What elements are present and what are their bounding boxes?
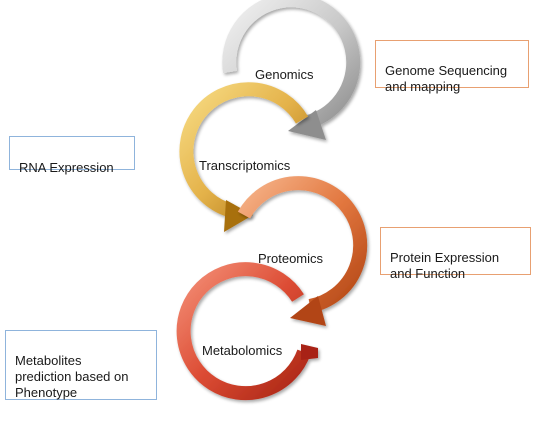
metabolomics-label: Metabolomics xyxy=(202,343,283,358)
protein-expression-text: Protein Expression and Function xyxy=(390,250,500,281)
metabolomics-ring xyxy=(176,262,318,401)
proteomics-arrowhead xyxy=(290,296,326,326)
metabolites-prediction-note: Metabolites prediction based on Phenotyp… xyxy=(5,330,157,400)
metabolites-prediction-text: Metabolites prediction based on Phenotyp… xyxy=(15,353,129,400)
metabolomics-arc xyxy=(176,262,311,401)
metabolomics-tail xyxy=(301,344,318,360)
genome-sequencing-text: Genome Sequencing and mapping xyxy=(385,63,508,94)
rna-expression-note: RNA Expression xyxy=(9,136,135,175)
transcriptomics-ring xyxy=(179,82,309,232)
genomics-arc xyxy=(222,0,361,129)
genomics-label: Genomics xyxy=(255,67,314,82)
transcriptomics-arrowhead xyxy=(224,200,253,232)
proteomics-arc xyxy=(237,176,368,313)
proteomics-label: Proteomics xyxy=(258,251,324,266)
transcriptomics-arc xyxy=(179,82,309,218)
proteomics-ring xyxy=(237,176,368,326)
transcriptomics-label: Transcriptomics xyxy=(199,158,291,173)
genomics-ring xyxy=(222,0,361,140)
rna-expression-text: RNA Expression xyxy=(19,160,114,175)
genome-sequencing-note: Genome Sequencing and mapping xyxy=(375,40,529,94)
protein-expression-note: Protein Expression and Function xyxy=(380,227,531,281)
genomics-arrowhead xyxy=(288,110,326,140)
